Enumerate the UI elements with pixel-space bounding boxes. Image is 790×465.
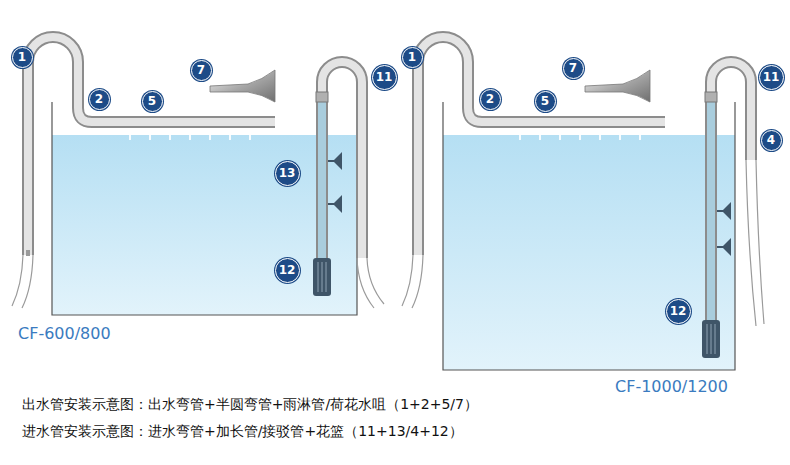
- suction-cups: [328, 152, 731, 256]
- tank-right: [443, 102, 735, 370]
- callout-text: 2: [486, 93, 494, 105]
- callout-number: 2: [480, 89, 501, 110]
- model-name: CF-600/800: [18, 324, 111, 343]
- callout-text: 12: [279, 264, 296, 276]
- callout-text: 11: [376, 71, 393, 83]
- callout-text: 7: [569, 62, 577, 74]
- intake-pipes: [316, 62, 751, 322]
- strainers: [313, 258, 720, 358]
- callout-text: 12: [670, 305, 687, 317]
- callout-text: 5: [541, 95, 549, 107]
- hoses: [12, 160, 764, 326]
- callout-number: 5: [142, 91, 163, 112]
- callout-text: 13: [279, 167, 296, 179]
- callout-number: 1: [12, 47, 33, 68]
- callout-number: 5: [535, 91, 556, 112]
- caption-note: 出水管安装示意图：出水弯管+半圆弯管+雨淋管/荷花水咀（1+2+5/7）: [22, 396, 478, 414]
- tank-left: [52, 102, 357, 315]
- caption-note: 进水管安装示意图：进水弯管+加长管/接驳管+花篮（11+13/4+12）: [22, 423, 463, 441]
- callout-text: 2: [95, 93, 103, 105]
- callout-text: 7: [197, 64, 205, 76]
- model-name: CF-1000/1200: [615, 377, 728, 396]
- callout-number: 12: [666, 299, 691, 324]
- lotus-nozzles: [210, 70, 650, 102]
- callout-number: 2: [89, 89, 110, 110]
- callout-text: 11: [763, 71, 780, 83]
- callout-number: 7: [191, 60, 212, 81]
- callout-number: 11: [759, 65, 784, 90]
- callout-text: 1: [18, 51, 26, 63]
- outflow-pipes: [26, 37, 665, 256]
- callout-text: 1: [408, 51, 416, 63]
- callout-number: 11: [372, 65, 397, 90]
- callout-number: 4: [761, 130, 782, 151]
- callout-number: 12: [275, 258, 300, 283]
- callout-text: 5: [148, 95, 156, 107]
- callout-text: 4: [767, 134, 775, 146]
- callout-number: 1: [402, 47, 423, 68]
- callout-number: 13: [275, 161, 300, 186]
- callout-number: 7: [563, 58, 584, 79]
- spray-streaks: [130, 129, 640, 140]
